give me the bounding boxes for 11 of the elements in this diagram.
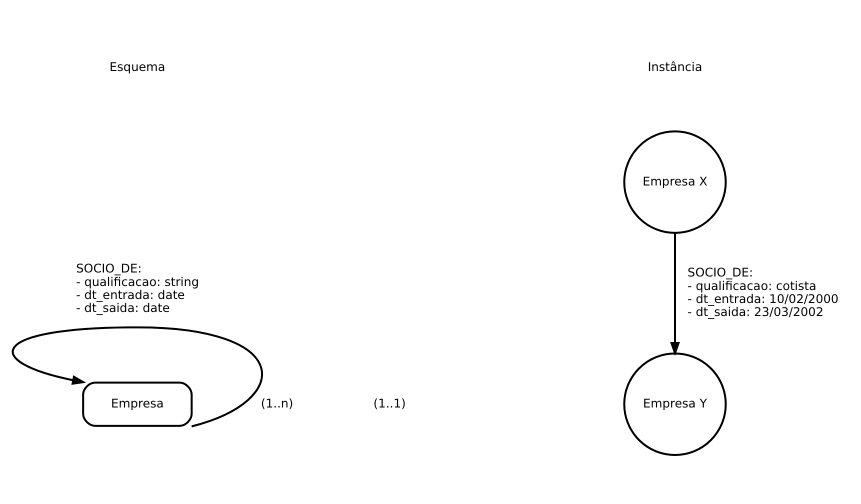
label: Instância — [648, 60, 702, 74]
label: Esquema — [110, 60, 166, 74]
arrow — [670, 232, 680, 356]
label: (1..n) — [260, 396, 294, 410]
node-circle: Empresa X — [623, 130, 727, 234]
edge-label: SOCIO_DE: - qualificacao: string - dt_entrada: date - dt_saida: date — [76, 261, 200, 314]
edge-label: SOCIO_DE: - qualificacao: cotista - dt_entrada: 10/02/2000 - dt_saida: 23/03/2002 — [688, 265, 839, 318]
node-circle: Empresa Y — [623, 352, 727, 456]
node-box: Empresa — [82, 381, 193, 426]
arrow — [12, 326, 263, 427]
label: (1..1) — [373, 396, 406, 410]
